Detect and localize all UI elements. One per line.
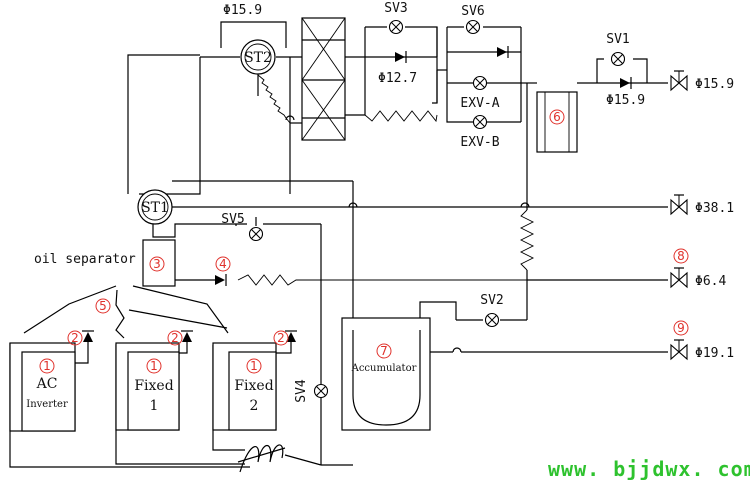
svg-text:1: 1: [250, 359, 258, 373]
svg-text:2: 2: [277, 331, 285, 345]
svg-text:1: 1: [43, 359, 51, 373]
oil-separator-label: oil separator: [34, 252, 136, 267]
heat-exchanger: [301, 17, 346, 141]
svg-text:2: 2: [171, 331, 179, 345]
solenoid-valves: SV3 SV6 EXV-A EXV-B SV1 SV5 SV2 SV4: [221, 1, 629, 403]
svg-text:4: 4: [219, 257, 227, 271]
compressor-fixed-2: Fixed 2: [212, 342, 277, 431]
marker-7: 7: [376, 343, 392, 359]
sv5-label: SV5: [221, 212, 244, 227]
compressor-fixed-1: Fixed 1: [115, 342, 180, 431]
marker-4: 4: [215, 256, 231, 272]
sv4-valve: SV4: [294, 379, 329, 403]
st1-valve: ST1: [137, 189, 173, 225]
pipe-label-159-out: Φ15.9: [695, 77, 734, 92]
compressor-fixed2-number: 2: [250, 398, 259, 414]
sv4-label: SV4: [294, 379, 309, 403]
marker-1-fixed2: 1: [246, 358, 262, 374]
marker-5: 5: [95, 298, 111, 314]
sv3-valve: SV3: [384, 1, 408, 35]
st2-valve: ST2: [240, 39, 276, 75]
exv-a-valve: EXV-A: [460, 75, 500, 111]
svg-text:2: 2: [71, 331, 79, 345]
svg-text:6: 6: [553, 110, 561, 124]
check-valves: [82, 46, 632, 342]
stop-valves: [670, 70, 688, 360]
pipe-labels: Φ15.9 Φ12.7 Φ15.9 Φ15.9 Φ38.1 Φ6.4 Φ19.1: [223, 3, 734, 361]
receiver: [536, 91, 578, 153]
marker-1-ac: 1: [39, 358, 55, 374]
markers: 1 1 1 2 2 2 3 4: [39, 109, 689, 374]
marker-2-fixed2: 2: [273, 330, 289, 346]
sv6-label: SV6: [461, 4, 484, 19]
exv-b-label: EXV-B: [460, 135, 499, 150]
sv1-label: SV1: [606, 32, 629, 47]
pipe-label-64: Φ6.4: [695, 274, 726, 289]
compressor-inverter-label: Inverter: [26, 399, 68, 410]
marker-3: 3: [149, 256, 165, 272]
pipe-label-top: Φ15.9: [223, 3, 262, 18]
compressor-fixed1-label: Fixed: [134, 378, 173, 394]
marker-2-ac: 2: [67, 330, 83, 346]
marker-2-fixed1: 2: [167, 330, 183, 346]
compressor-fixed2-label: Fixed: [234, 378, 273, 394]
sv3-label: SV3: [384, 1, 407, 16]
accumulator-label: Accumulator: [351, 363, 417, 374]
sv5-valve: SV5: [221, 212, 264, 242]
svg-text:7: 7: [380, 344, 388, 358]
svg-text:8: 8: [677, 249, 685, 263]
sv2-label: SV2: [480, 293, 503, 308]
exv-b-valve: EXV-B: [460, 114, 500, 150]
pipe-label-191: Φ19.1: [695, 346, 734, 361]
compressor-fixed1-number: 1: [150, 398, 159, 414]
svg-text:5: 5: [99, 299, 107, 313]
pipe-label-159-right: Φ15.9: [606, 93, 645, 108]
svg-text:3: 3: [153, 257, 161, 271]
oil-separator: oil separator: [34, 239, 176, 287]
marker-1-fixed1: 1: [146, 358, 162, 374]
accumulator: Accumulator: [341, 317, 431, 431]
st1-label: ST1: [141, 200, 169, 216]
marker-6: 6: [549, 109, 565, 125]
compressor-ac-label: AC: [36, 376, 58, 392]
marker-9: 9: [673, 320, 689, 336]
watermark: www. bjjdwx. com: [548, 457, 750, 481]
compressor-ac-inverter: AC Inverter: [9, 342, 76, 432]
svg-text:9: 9: [677, 321, 685, 335]
sv6-valve: SV6: [461, 4, 485, 35]
pipe-label-127: Φ12.7: [378, 71, 417, 86]
svg-text:1: 1: [150, 359, 158, 373]
oil-balance-coil: [237, 444, 286, 473]
st2-label: ST2: [244, 50, 272, 66]
sv1-valve: SV1: [606, 32, 630, 67]
marker-8: 8: [673, 248, 689, 264]
exv-a-label: EXV-A: [460, 96, 499, 111]
sv2-valve: SV2: [480, 293, 504, 328]
pipe-label-381: Φ38.1: [695, 201, 734, 216]
